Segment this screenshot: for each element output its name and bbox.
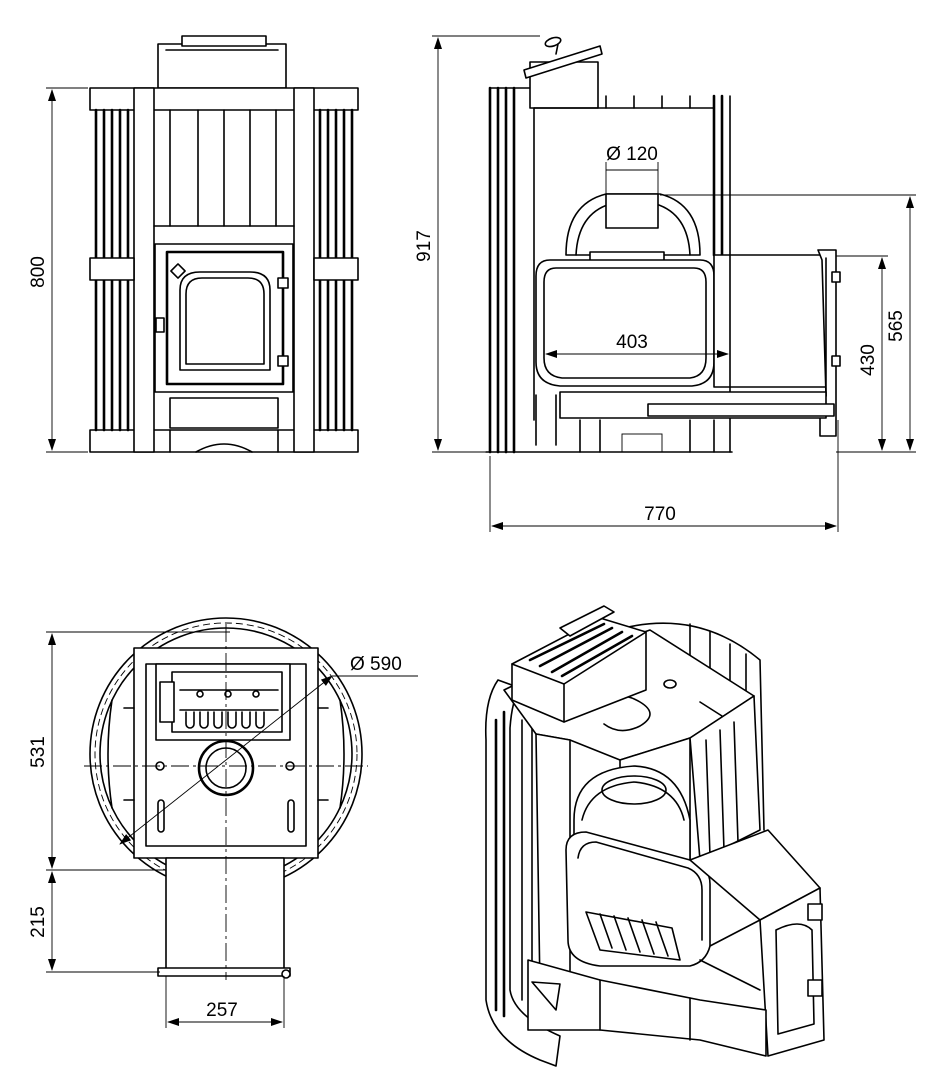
label-770: 770 <box>644 504 676 525</box>
dim-flue-diameter: Ø 120 <box>605 144 659 196</box>
front-door-window <box>179 271 271 371</box>
isometric-cutaway <box>484 605 825 1067</box>
dim-firebox-width: 403 <box>545 332 729 358</box>
label-430: 430 <box>858 344 879 376</box>
label-257: 257 <box>206 1000 238 1021</box>
dim-top-531: 531 <box>28 631 230 871</box>
label-531: 531 <box>28 736 49 768</box>
front-inner-ribs <box>153 109 295 227</box>
label-565: 565 <box>886 310 907 342</box>
dim-front-height: 800 <box>28 87 88 453</box>
iso-base <box>527 959 767 1057</box>
dim-tunnel-215: 215 <box>28 871 160 973</box>
label-800: 800 <box>28 256 49 288</box>
front-chimney-collar <box>157 43 287 89</box>
top-tunnel <box>165 857 285 973</box>
side-chimney <box>529 61 599 109</box>
side-view <box>485 36 841 454</box>
dim-body-diameter: Ø 590 <box>119 654 418 845</box>
label-917: 917 <box>414 230 435 262</box>
label-body-diameter: Ø 590 <box>350 654 402 675</box>
dim-side-917: 917 <box>414 35 540 453</box>
side-firebox <box>535 259 715 387</box>
top-view <box>84 617 368 980</box>
dim-depth-770: 770 <box>489 420 839 532</box>
front-bottom-band <box>89 429 359 453</box>
label-403: 403 <box>616 332 648 353</box>
top-stone-basket <box>155 663 291 741</box>
dim-door-430: 430 <box>836 255 888 451</box>
label-flue-diameter: Ø 120 <box>606 144 658 165</box>
front-door <box>165 250 285 386</box>
side-flue-pipe <box>605 193 659 229</box>
front-ash-drawer <box>169 397 279 429</box>
side-lid <box>523 45 603 79</box>
label-215: 215 <box>28 906 49 938</box>
side-tunnel <box>713 254 827 388</box>
dim-tunnel-257: 257 <box>165 976 285 1028</box>
front-top-band <box>89 87 359 111</box>
top-tunnel-flange <box>157 967 291 977</box>
front-view <box>89 35 359 453</box>
dim-flue-565: 565 <box>660 194 916 453</box>
